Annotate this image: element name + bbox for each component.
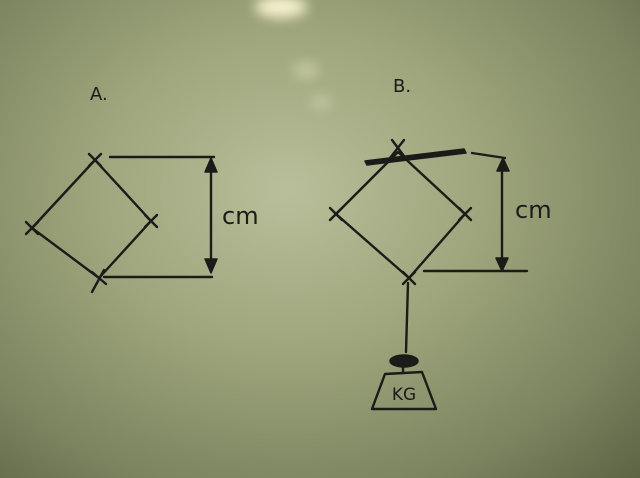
figure-b-diamond [334, 150, 467, 280]
hanging-weight: KG [370, 354, 438, 411]
weight-label: KG [392, 385, 416, 405]
figure-a-diamond [30, 158, 153, 280]
ceiling-light-glare [255, 0, 307, 18]
figure-b-string [404, 281, 410, 354]
arrow-up-icon [496, 157, 510, 172]
arrow-down-icon [204, 258, 218, 274]
figure-b-support-bar [364, 148, 467, 166]
figure-b-cm-label: cm [515, 196, 552, 224]
ceiling-light-glare-dim [310, 95, 332, 109]
weight-hook-icon [389, 354, 419, 368]
arrow-down-icon [495, 257, 509, 272]
figure-a-label: A. [90, 84, 108, 105]
figure-b-measurement [422, 151, 529, 273]
figure-b-vertex-marks [328, 138, 473, 286]
figure-a-vertex-marks [24, 152, 159, 294]
weight-body [370, 370, 438, 411]
figure-a-cm-label: cm [222, 202, 259, 230]
figure-b-label: B. [393, 76, 411, 97]
arrow-up-icon [204, 157, 218, 173]
figure-a: A. cm [24, 84, 259, 294]
figure-b: B. cm KG [328, 76, 552, 411]
figure-a-measurement [102, 155, 218, 279]
ceiling-light-glare-small [293, 62, 319, 78]
